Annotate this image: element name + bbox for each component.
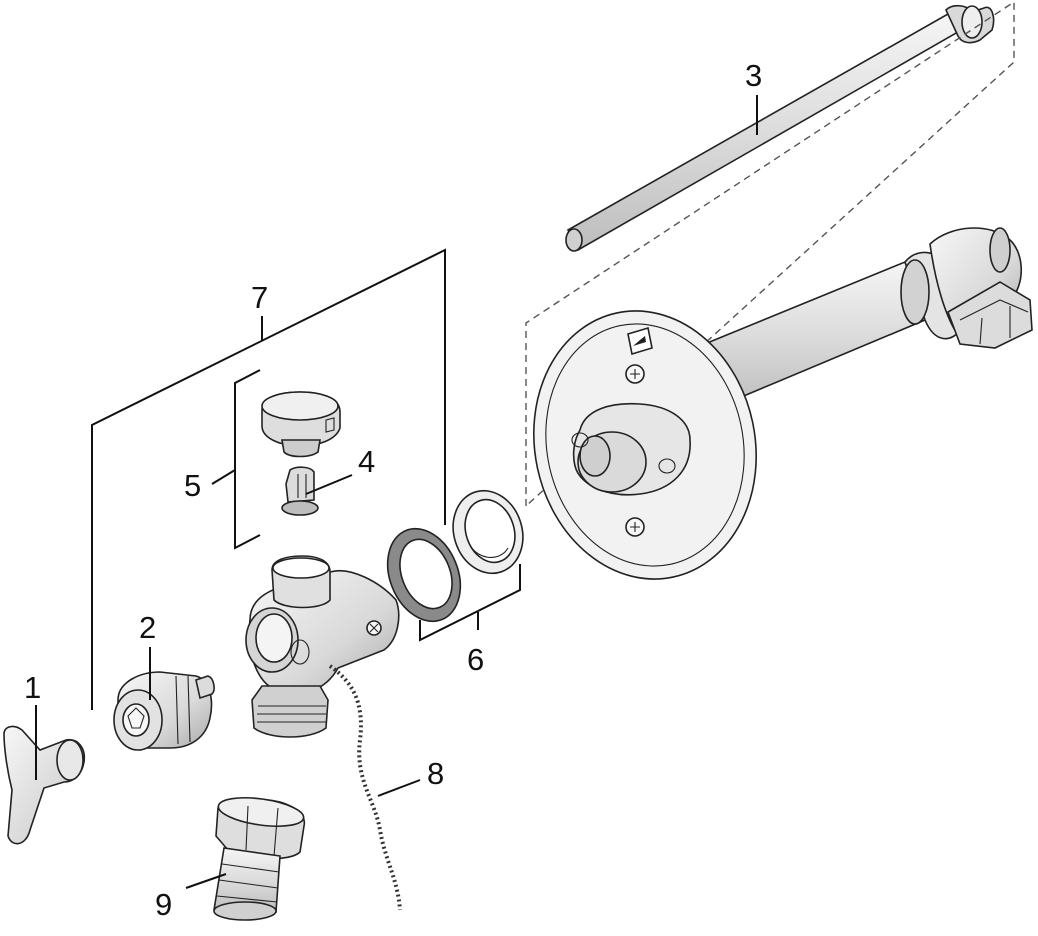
ring-part-6b (452, 489, 524, 575)
callout-9: 9 (155, 887, 172, 922)
leader-8 (377, 779, 421, 797)
callout-6: 6 (467, 642, 484, 677)
leader-5 (211, 469, 236, 485)
callout-1: 1 (24, 670, 41, 705)
valve-body (245, 555, 400, 738)
callout-8: 8 (427, 756, 444, 791)
ring-part-6a (386, 527, 462, 623)
bracket-5 (234, 369, 261, 550)
callout-2: 2 (139, 610, 156, 645)
leader-lines (35, 95, 758, 889)
callout-labels: 1 2 3 4 5 6 7 8 9 (24, 58, 762, 922)
rod-part-3 (565, 4, 995, 252)
callout-3: 3 (745, 58, 762, 93)
callout-7: 7 (251, 280, 268, 315)
chain-part-8 (328, 664, 402, 911)
bracket-6 (419, 564, 521, 642)
wall-unit-dashed-outline (525, 0, 1015, 508)
wall-pipe-assembly (688, 227, 1033, 410)
callout-4: 4 (358, 444, 375, 479)
bracket-7 (91, 248, 446, 710)
hose-connector-part-9 (213, 797, 306, 921)
callout-5: 5 (184, 468, 201, 503)
wall-plate (533, 310, 757, 580)
key-part-1 (3, 725, 86, 845)
leader-9 (185, 873, 227, 889)
leader-4 (305, 474, 353, 495)
cartridge-part-2 (113, 671, 215, 751)
cap-part-5 (261, 391, 341, 458)
